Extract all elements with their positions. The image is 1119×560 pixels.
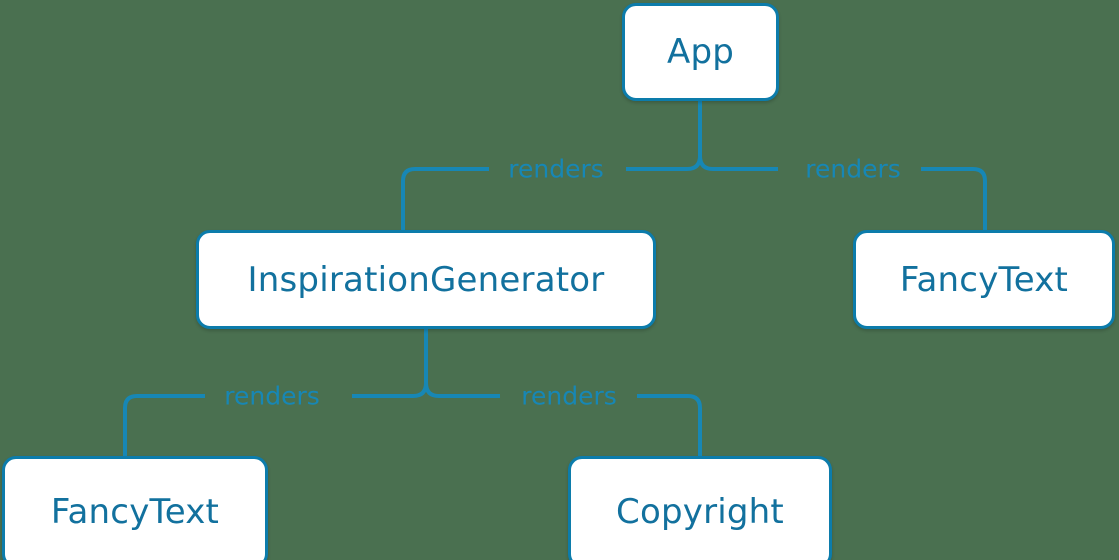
node-inspirationgenerator[interactable]: InspirationGenerator — [196, 230, 656, 329]
edge-label-app-to-inspirationgenerator: renders — [508, 154, 604, 184]
node-fancytext-bottom-left-label: FancyText — [50, 492, 220, 532]
edge-insp-to-copyright — [637, 394, 702, 457]
edge-app-to-insp-split-left — [626, 155, 702, 171]
edge-label-inspirationgenerator-to-copyright: renders — [521, 381, 617, 411]
edge-insp-split-left — [352, 382, 428, 398]
edge-label-inspirationgenerator-to-fancytext: renders — [224, 381, 320, 411]
node-fancytext-bottom-left[interactable]: FancyText — [2, 456, 268, 560]
node-inspirationgenerator-label: InspirationGenerator — [247, 259, 605, 300]
node-fancytext-right-label: FancyText — [899, 259, 1069, 300]
edge-app-to-fancyright-split-right — [698, 155, 778, 171]
node-copyright-label: Copyright — [616, 492, 784, 532]
edge-app-to-fancyright — [921, 167, 987, 231]
edge-insp-to-fancybl — [123, 394, 205, 457]
edge-label-app-to-fancytext-right: renders — [805, 154, 901, 184]
node-app[interactable]: App — [622, 3, 779, 101]
edge-app-to-insp — [401, 167, 489, 231]
node-fancytext-right[interactable]: FancyText — [853, 230, 1115, 329]
node-app-label: App — [666, 32, 735, 72]
edge-insp-split-right — [424, 382, 500, 398]
node-copyright[interactable]: Copyright — [568, 456, 832, 560]
